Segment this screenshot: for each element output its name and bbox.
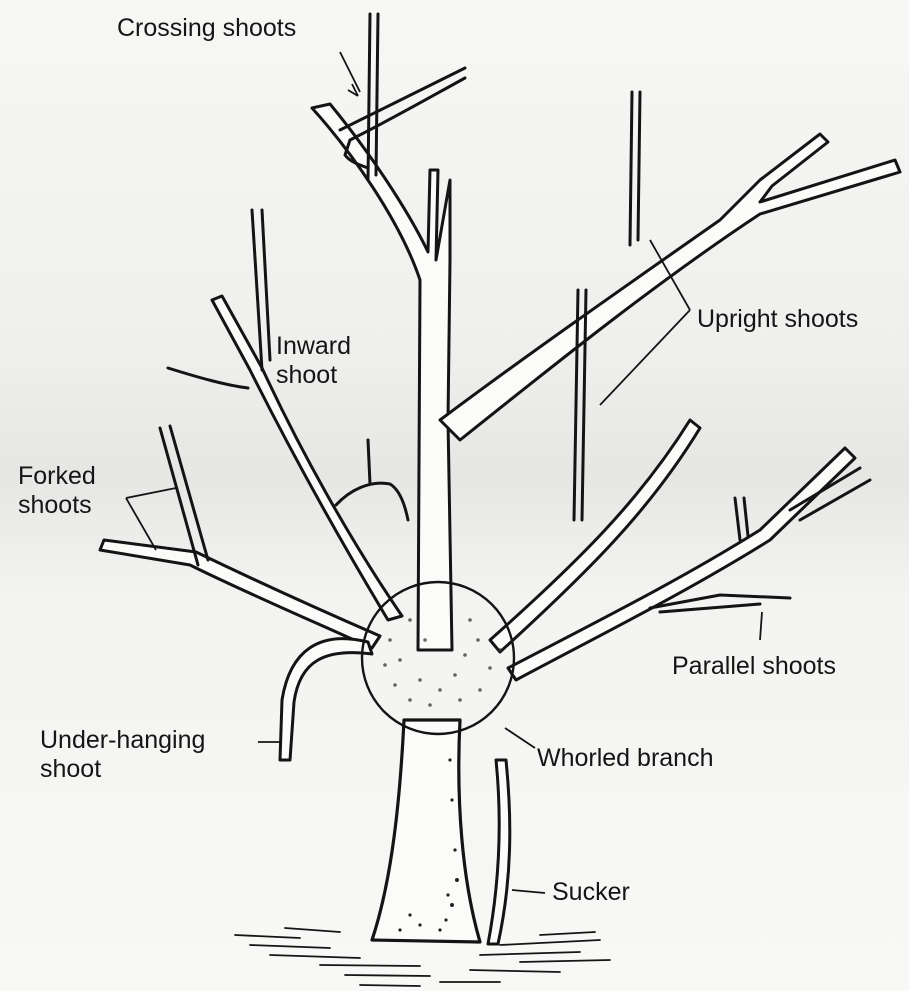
parallel-limb-upper xyxy=(490,420,700,652)
inward-shoot-curve xyxy=(336,483,408,520)
sucker-shoot xyxy=(488,760,510,944)
right-main-limb xyxy=(440,134,900,440)
label-whorled-branch: Whorled branch xyxy=(537,744,713,773)
label-sucker: Sucker xyxy=(552,878,630,907)
label-forked-shoots: Forked shoots xyxy=(18,462,96,520)
upright-shoot-1 xyxy=(630,92,640,245)
crossing-shoot-diagonal xyxy=(340,68,465,140)
label-upright-shoots: Upright shoots xyxy=(697,305,858,334)
trunk xyxy=(372,720,480,942)
forked-shoot-fork xyxy=(160,426,208,565)
under-hanging-shoot xyxy=(280,639,372,760)
label-inward-shoot: Inward shoot xyxy=(276,332,351,390)
label-under-hanging-shoot: Under-hanging shoot xyxy=(40,726,205,784)
label-crossing-shoots: Crossing shoots xyxy=(117,14,296,43)
label-parallel-shoots: Parallel shoots xyxy=(672,652,836,681)
parallel-limb-lower xyxy=(508,448,855,680)
forked-shoots-limb xyxy=(100,540,380,648)
crossing-shoot-vertical xyxy=(368,14,378,180)
